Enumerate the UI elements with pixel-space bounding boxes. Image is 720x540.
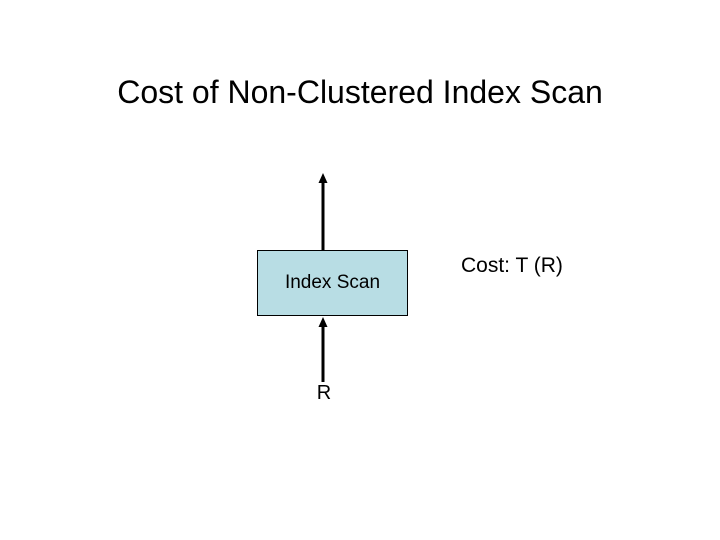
- page-title: Cost of Non-Clustered Index Scan: [117, 74, 603, 111]
- input-edge-arrow-icon: [318, 317, 328, 382]
- cost-annotation: Cost: T (R): [461, 254, 563, 277]
- input-relation-label: R: [316, 382, 332, 404]
- operator-box-label: Index Scan: [284, 272, 381, 293]
- output-edge-arrow-icon: [318, 173, 328, 254]
- operator-box-index-scan: Index Scan: [257, 250, 408, 316]
